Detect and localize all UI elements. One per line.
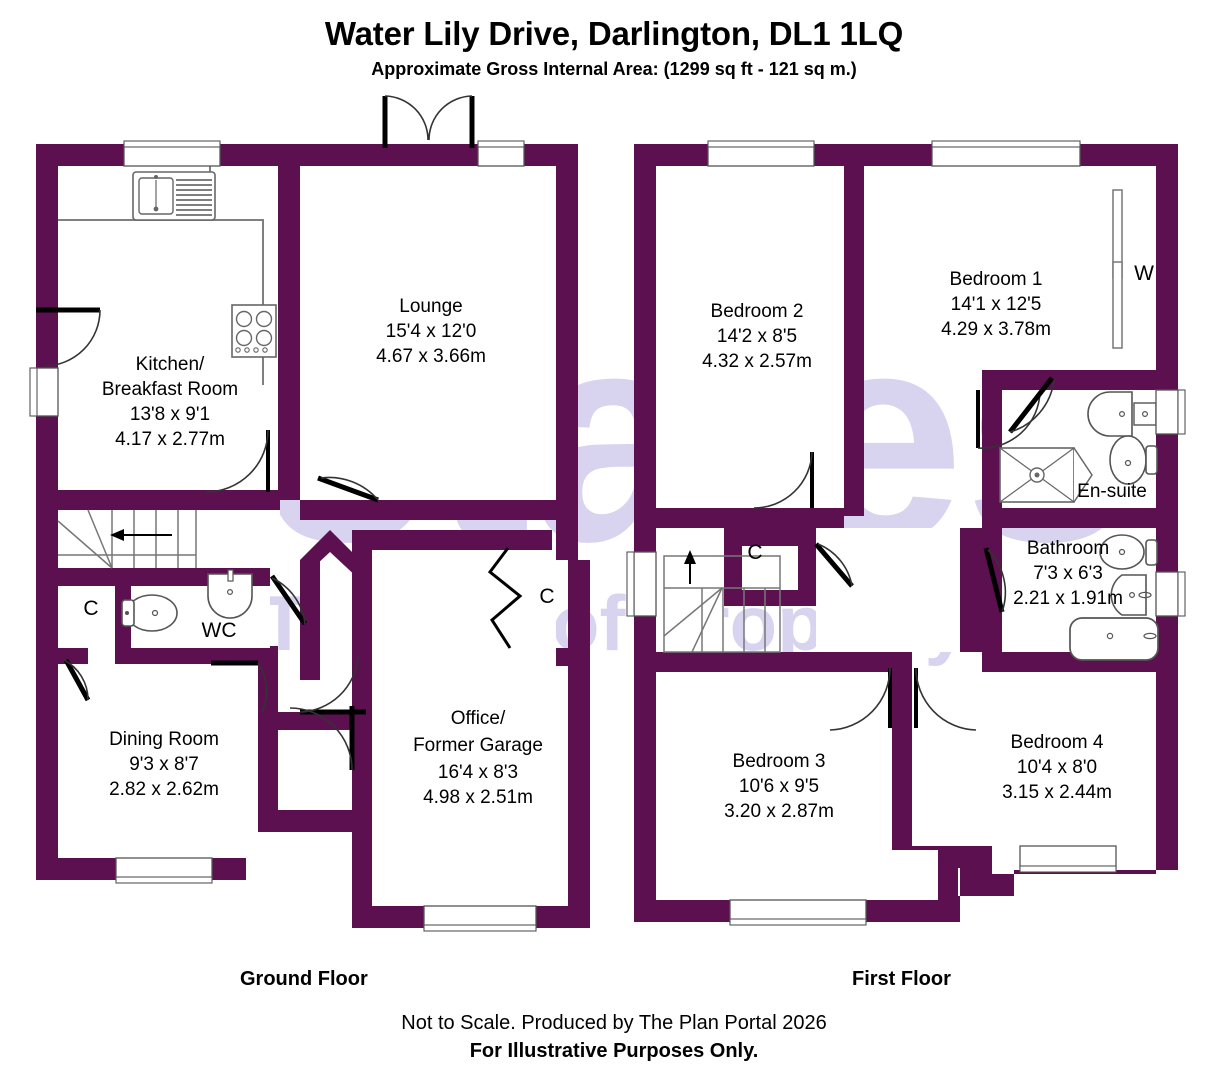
toilet-icon-wc (121, 594, 178, 632)
stair-direction-arrow-first (684, 550, 696, 584)
room-dims-bedroom-4-imperial: 10'4 x 8'0 (1017, 757, 1097, 778)
room-dims-bedroom-1-imperial: 14'1 x 12'5 (951, 294, 1042, 315)
disclaimer-line-2: For Illustrative Purposes Only. (469, 1040, 759, 1062)
room-label-office-line2: Former Garage (413, 735, 543, 756)
ground-floor-caption: Ground Floor (240, 968, 368, 990)
room-label-office-line1: Office/ (451, 708, 506, 729)
room-label-bathroom: Bathroom (1027, 538, 1109, 559)
room-dims-bathroom-imperial: 7'3 x 6'3 (1033, 563, 1103, 584)
room-dims-bathroom-metric: 2.21 x 1.91m (1013, 588, 1123, 609)
ground-floor-doors (36, 95, 523, 771)
room-dims-dining-metric: 2.82 x 2.62m (109, 779, 219, 800)
room-dims-dining-imperial: 9'3 x 8'7 (129, 754, 199, 775)
label-cupboard-first: C (747, 541, 762, 564)
first-floor-caption: First Floor (852, 968, 951, 990)
shower-icon (999, 447, 1093, 503)
landing-window (626, 551, 657, 617)
sink-icon (132, 171, 216, 221)
room-dims-kitchen-imperial: 13'8 x 9'1 (130, 404, 210, 425)
page-subtitle: Approximate Gross Internal Area: (1299 s… (371, 59, 857, 79)
room-label-bedroom-4: Bedroom 4 (1011, 732, 1104, 753)
label-cupboard-ground-right: C (539, 585, 554, 608)
first-floor-plan: Bedroom 2 14'2 x 8'5 4.32 x 2.57m Bedroo… (626, 140, 1186, 926)
label-wc: WC (202, 619, 237, 642)
room-label-bedroom-1: Bedroom 1 (950, 269, 1043, 290)
first-floor-doors (753, 376, 1055, 731)
room-label-kitchen-line1: Kitchen/ (136, 354, 205, 375)
room-dims-bedroom-3-metric: 3.20 x 2.87m (724, 801, 834, 822)
first-floor-room-fills (656, 166, 1156, 900)
basin-icon-ensuite (1087, 391, 1157, 437)
room-dims-lounge-metric: 4.67 x 3.66m (376, 346, 486, 367)
page-title: Water Lily Drive, Darlington, DL1 1LQ (324, 15, 904, 52)
room-dims-bedroom-2-metric: 4.32 x 2.57m (702, 351, 812, 372)
basin-icon-bathroom (1110, 574, 1152, 616)
ground-floor-room-labels: Kitchen/ Breakfast Room 13'8 x 9'1 4.17 … (83, 296, 554, 808)
bath-icon (1069, 617, 1159, 661)
room-dims-bedroom-4-metric: 3.15 x 2.44m (1002, 782, 1112, 803)
label-ensuite: En-suite (1077, 481, 1147, 502)
wardrobe-icon (1112, 189, 1123, 349)
hob-icon (231, 304, 277, 358)
first-floor-windows (707, 140, 1186, 926)
room-label-dining: Dining Room (109, 729, 219, 750)
staircase-first (663, 555, 781, 653)
drainer-icon (176, 179, 212, 216)
toilet-icon-bathroom (1099, 534, 1158, 570)
room-label-kitchen-line2: Breakfast Room (102, 379, 238, 400)
room-dims-bedroom-3-imperial: 10'6 x 9'5 (739, 776, 819, 797)
room-label-bedroom-2: Bedroom 2 (711, 301, 804, 322)
room-label-bedroom-3: Bedroom 3 (733, 751, 826, 772)
basin-icon-wc (207, 569, 253, 619)
room-dims-lounge-imperial: 15'4 x 12'0 (386, 321, 477, 342)
label-wardrobe: W (1134, 262, 1154, 285)
staircase-ground (57, 509, 197, 569)
label-cupboard-ground-left: C (83, 597, 98, 620)
toilet-icon-ensuite (1109, 435, 1158, 485)
room-label-lounge: Lounge (399, 296, 462, 317)
room-dims-kitchen-metric: 4.17 x 2.77m (115, 429, 225, 450)
ground-floor-windows (29, 140, 537, 932)
disclaimer-line-1: Not to Scale. Produced by The Plan Porta… (401, 1012, 827, 1034)
first-floor-room-labels: Bedroom 2 14'2 x 8'5 4.32 x 2.57m Bedroo… (702, 262, 1154, 822)
first-floor-partitions (656, 144, 1156, 850)
room-dims-office-imperial: 16'4 x 8'3 (438, 762, 518, 783)
stair-direction-arrow-ground (110, 529, 172, 541)
ground-floor-plan: Kitchen/ Breakfast Room 13'8 x 9'1 4.17 … (29, 95, 590, 932)
room-dims-office-metric: 4.98 x 2.51m (423, 787, 533, 808)
room-dims-bedroom-1-metric: 4.29 x 3.78m (941, 319, 1051, 340)
room-dims-bedroom-2-imperial: 14'2 x 8'5 (717, 326, 797, 347)
